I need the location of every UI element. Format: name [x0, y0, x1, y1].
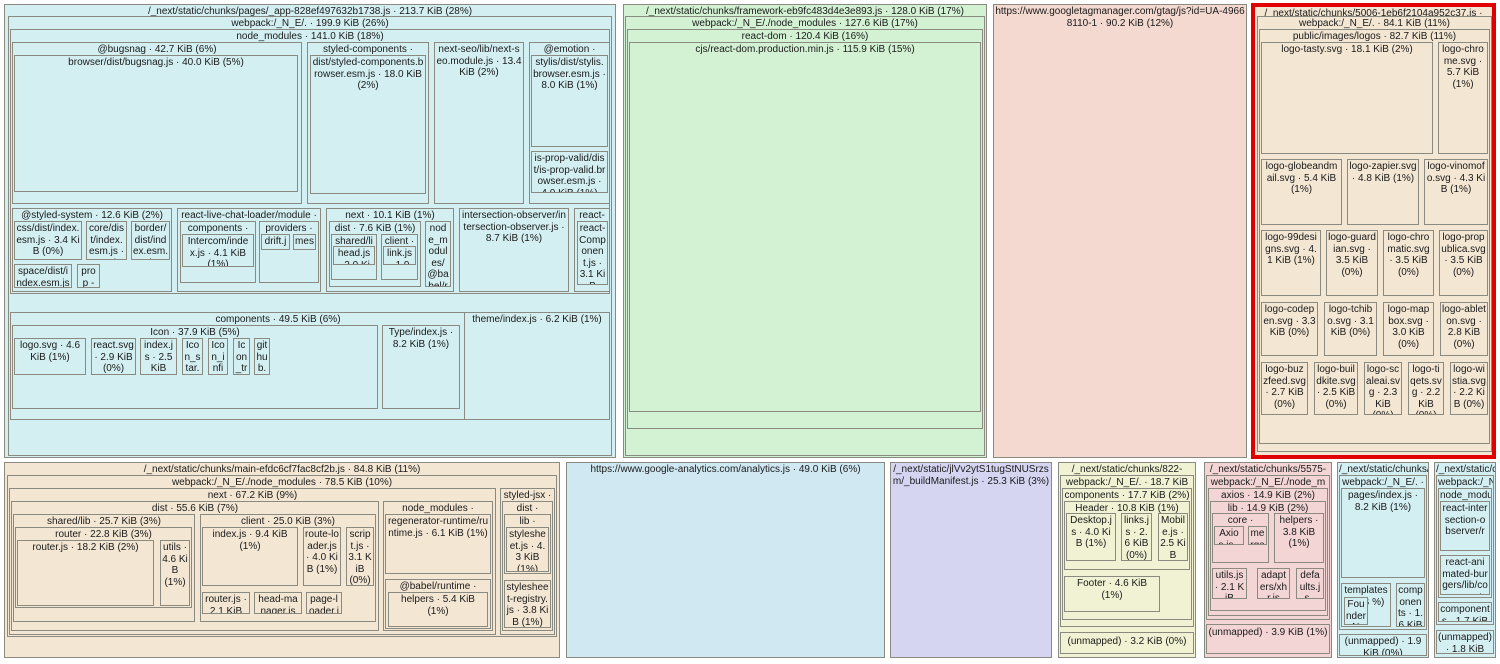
- chunk-last-components[interactable]: components · 1.7 KiB: [1438, 602, 1492, 622]
- logo-guardian[interactable]: logo-guardian.svg · 3.5 KiB (0%): [1326, 230, 1378, 296]
- chunk-analytics[interactable]: https://www.google-analytics.com/analyti…: [566, 462, 885, 658]
- chunk-gtag[interactable]: https://www.googletagmanager.com/gtag/js…: [993, 4, 1247, 458]
- main-utils[interactable]: utils · 4.6 KiB (1%): [160, 540, 190, 606]
- logo-scaleai[interactable]: logo-scaleai.svg · 2.3 KiB (0%): [1364, 362, 1402, 415]
- ss-border[interactable]: border/dist/index.esm.j: [131, 221, 170, 260]
- logo-chrome[interactable]: logo-chrome.svg · 5.7 KiB (1%): [1438, 42, 1488, 154]
- next-seo[interactable]: next-seo/lib/next-seo.module.js · 13.4 K…: [434, 42, 524, 204]
- rlcl-intercom[interactable]: Intercom/index.js · 4.1 KiB (1%): [182, 234, 254, 267]
- logo-tchibo[interactable]: logo-tchibo.svg · 3.1 KiB (0%): [1324, 302, 1377, 356]
- axios-js[interactable]: Axios.js ·: [1214, 526, 1244, 545]
- icon-react-svg[interactable]: react.svg · 2.9 KiB (0%): [91, 338, 136, 375]
- bugsnag-browser[interactable]: browser/dist/bugsnag.js · 40.0 KiB (5%): [14, 55, 298, 192]
- chunk-build-manifest[interactable]: /_next/static/jlVv2ytS1tugStNUSrzsm/_bui…: [890, 462, 1052, 658]
- icon-infinity-svg[interactable]: Icon_infinity.svg: [208, 338, 228, 375]
- rlcl-drift[interactable]: drift.js: [261, 234, 290, 250]
- main-client-index[interactable]: index.js · 9.4 KiB (1%): [202, 527, 298, 586]
- main-stylesheet-registry[interactable]: stylesheet-registry.js · 3.8 KiB (1%): [504, 580, 551, 628]
- ss-css[interactable]: css/dist/index.esm.js · 3.4 KiB (0%): [14, 221, 82, 260]
- theme-index-js[interactable]: theme/index.js · 6.2 KiB (1%): [464, 312, 610, 420]
- icon-training-svg[interactable]: Icon_training: [233, 338, 250, 375]
- react-dom-production[interactable]: cjs/react-dom.production.min.js · 115.9 …: [629, 42, 981, 412]
- is-prop-valid[interactable]: is-prop-valid/dist/is-prop-valid.browser…: [531, 151, 608, 193]
- main-page-loader[interactable]: page-loader.js: [306, 592, 342, 614]
- axios-merge-config[interactable]: mergeConfig: [1248, 526, 1267, 545]
- main-script-js[interactable]: script.js · 3.1 KiB (0%): [346, 527, 374, 586]
- app-next-link[interactable]: link.js · 1.9 KiB: [383, 246, 416, 265]
- logo-mapbox[interactable]: logo-mapbox.svg · 3.0 KiB (0%): [1383, 302, 1434, 356]
- rlcl-mes[interactable]: mes: [293, 234, 316, 250]
- react-intersection-observer[interactable]: react-intersection-observer/r: [1440, 501, 1490, 551]
- logo-vinomofo[interactable]: logo-vinomofo.svg · 4.3 KiB (1%): [1424, 159, 1488, 225]
- axios-utils[interactable]: utils.js · 2.1 KiB (0%): [1212, 568, 1247, 599]
- main-route-loader[interactable]: route-loader.js · 4.0 KiB (1%): [303, 527, 341, 586]
- main-helpers[interactable]: helpers · 5.4 KiB (1%): [388, 592, 488, 627]
- pages-founders-note[interactable]: FoundersNote/: [1344, 597, 1368, 625]
- chunk-app-label: /_next/static/chunks/pages/_app-828ef497…: [147, 6, 473, 17]
- pages-components[interactable]: components · 1.6 KiB: [1396, 583, 1425, 627]
- ss-core[interactable]: core/dist/index.esm.js · 3.4 KiB: [86, 221, 127, 260]
- app-next-head[interactable]: head.js · 2.0 KiB: [333, 246, 375, 265]
- main-head-manager[interactable]: head-manager.js: [254, 592, 302, 614]
- ss-prop[interactable]: prop -: [77, 264, 100, 288]
- styled-components-dist[interactable]: dist/styled-components.browser.esm.js · …: [310, 55, 426, 194]
- app-next-nm[interactable]: node_modules/@babel/runtime/: [425, 221, 451, 287]
- header-mobile[interactable]: Mobile.js · 2.5 KiB: [1158, 513, 1188, 561]
- icon-index-js[interactable]: index.js · 2.5 KiB (0%): [140, 338, 177, 375]
- rlcl-providers[interactable]: providers ·: [259, 221, 319, 283]
- main-stylesheet[interactable]: stylesheet.js · 4.3 KiB (1%): [506, 527, 549, 572]
- emotion-stylis[interactable]: stylis/dist/stylis.browser.esm.js · 8.0 …: [531, 55, 608, 147]
- header-desktop[interactable]: Desktop.js · 4.0 KiB (1%): [1066, 513, 1116, 561]
- logo-buildkite[interactable]: logo-buildkite.svg · 2.5 KiB (0%): [1314, 362, 1358, 415]
- chunk-5575-unmapped[interactable]: (unmapped) · 3.9 KiB (1%): [1206, 624, 1330, 654]
- pages-index-js[interactable]: pages/index.js · 8.2 KiB (1%): [1341, 488, 1425, 578]
- logo-zapier[interactable]: logo-zapier.svg · 4.8 KiB (1%): [1347, 159, 1419, 225]
- logo-ableton[interactable]: logo-ableton.svg · 2.8 KiB (0%): [1440, 302, 1488, 356]
- logo-tiqets[interactable]: logo-tiqets.svg · 2.2 KiB (0%): [1408, 362, 1444, 415]
- footer-folder[interactable]: Footer · 4.6 KiB (1%): [1064, 576, 1160, 612]
- chunk-822-unmapped[interactable]: (unmapped) · 3.2 KiB (0%): [1060, 632, 1194, 654]
- chunk-pages-unmapped[interactable]: (unmapped) · 1.9 KiB (0%): [1339, 634, 1427, 656]
- logo-99designs[interactable]: logo-99designs.svg · 4.1 KiB (1%): [1261, 230, 1321, 296]
- logo-globeandmail[interactable]: logo-globeandmail.svg · 5.4 KiB (1%): [1261, 159, 1342, 225]
- logo-codepen[interactable]: logo-codepen.svg · 3.3 KiB (0%): [1261, 302, 1318, 356]
- logo-propublica[interactable]: logo-propublica.svg · 3.5 KiB (0%): [1439, 230, 1488, 296]
- type-index-js[interactable]: Type/index.js · 8.2 KiB (1%): [382, 325, 460, 409]
- react-component-js[interactable]: react-Component.js · 3.1 KiB (0%): [577, 221, 608, 285]
- logo-buzzfeed[interactable]: logo-buzzfeed.svg · 2.7 KiB (0%): [1261, 362, 1308, 415]
- axios-defaults[interactable]: defaults.js ·: [1296, 568, 1324, 599]
- header-links[interactable]: links.js · 2.6 KiB (0%): [1121, 513, 1152, 561]
- axios-adapters[interactable]: adapters/xhr.js: [1257, 568, 1290, 599]
- icon-github-svg[interactable]: github.svg: [254, 338, 270, 375]
- logo-chromatic[interactable]: logo-chromatic.svg · 3.5 KiB (0%): [1383, 230, 1434, 296]
- icon-star-svg[interactable]: Icon_star.svg · 2.5 KiB: [182, 338, 203, 375]
- intersection-observer[interactable]: intersection-observer/intersection-obser…: [459, 208, 569, 292]
- main-regenerator[interactable]: regenerator-runtime/runtime.js · 6.1 KiB…: [385, 514, 491, 574]
- icon-logo-svg[interactable]: logo.svg · 4.6 KiB (1%): [14, 338, 86, 375]
- react-animated-burgers[interactable]: react-animated-burgers/lib/components: [1440, 555, 1490, 595]
- logo-wistia[interactable]: logo-wistia.svg · 2.2 KiB (0%): [1450, 362, 1488, 415]
- logo-tasty[interactable]: logo-tasty.svg · 18.1 KiB (2%): [1261, 42, 1433, 154]
- ss-space[interactable]: space/dist/index.esm.js ·: [14, 264, 72, 288]
- main-client-router[interactable]: router.js · 2.1 KiB (0%): [202, 592, 250, 614]
- chunk-last-unmapped[interactable]: (unmapped) · 1.8 KiB (0%): [1436, 630, 1494, 654]
- axios-helpers[interactable]: helpers · 3.8 KiB (1%): [1274, 513, 1324, 563]
- main-router-js[interactable]: router.js · 18.2 KiB (2%): [17, 540, 154, 606]
